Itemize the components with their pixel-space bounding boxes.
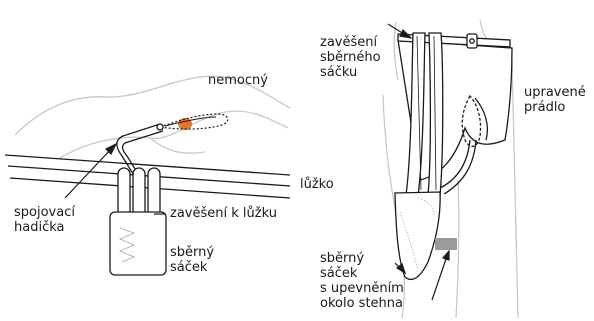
label-bag-thigh-fixation: sběrný sáček s upevněním okolo stehna [320, 251, 404, 311]
label-bed: lůžko [300, 177, 334, 192]
label-modified-underwear: upravené prádlo [524, 85, 586, 115]
label-patient: nemocný [208, 73, 268, 88]
label-collection-bag-left: sběrný sáček [170, 245, 214, 275]
label-bag-hanger: zavěšení sběrného sáčku [320, 35, 381, 80]
catheter-site [160, 114, 228, 130]
label-bed-hanger: zavěšení k lůžku [170, 206, 277, 221]
label-connecting-tube: spojovací hadička [14, 205, 75, 235]
thigh-strap [435, 238, 457, 250]
collection-bag-left [110, 212, 166, 275]
patient-outline [15, 76, 290, 158]
